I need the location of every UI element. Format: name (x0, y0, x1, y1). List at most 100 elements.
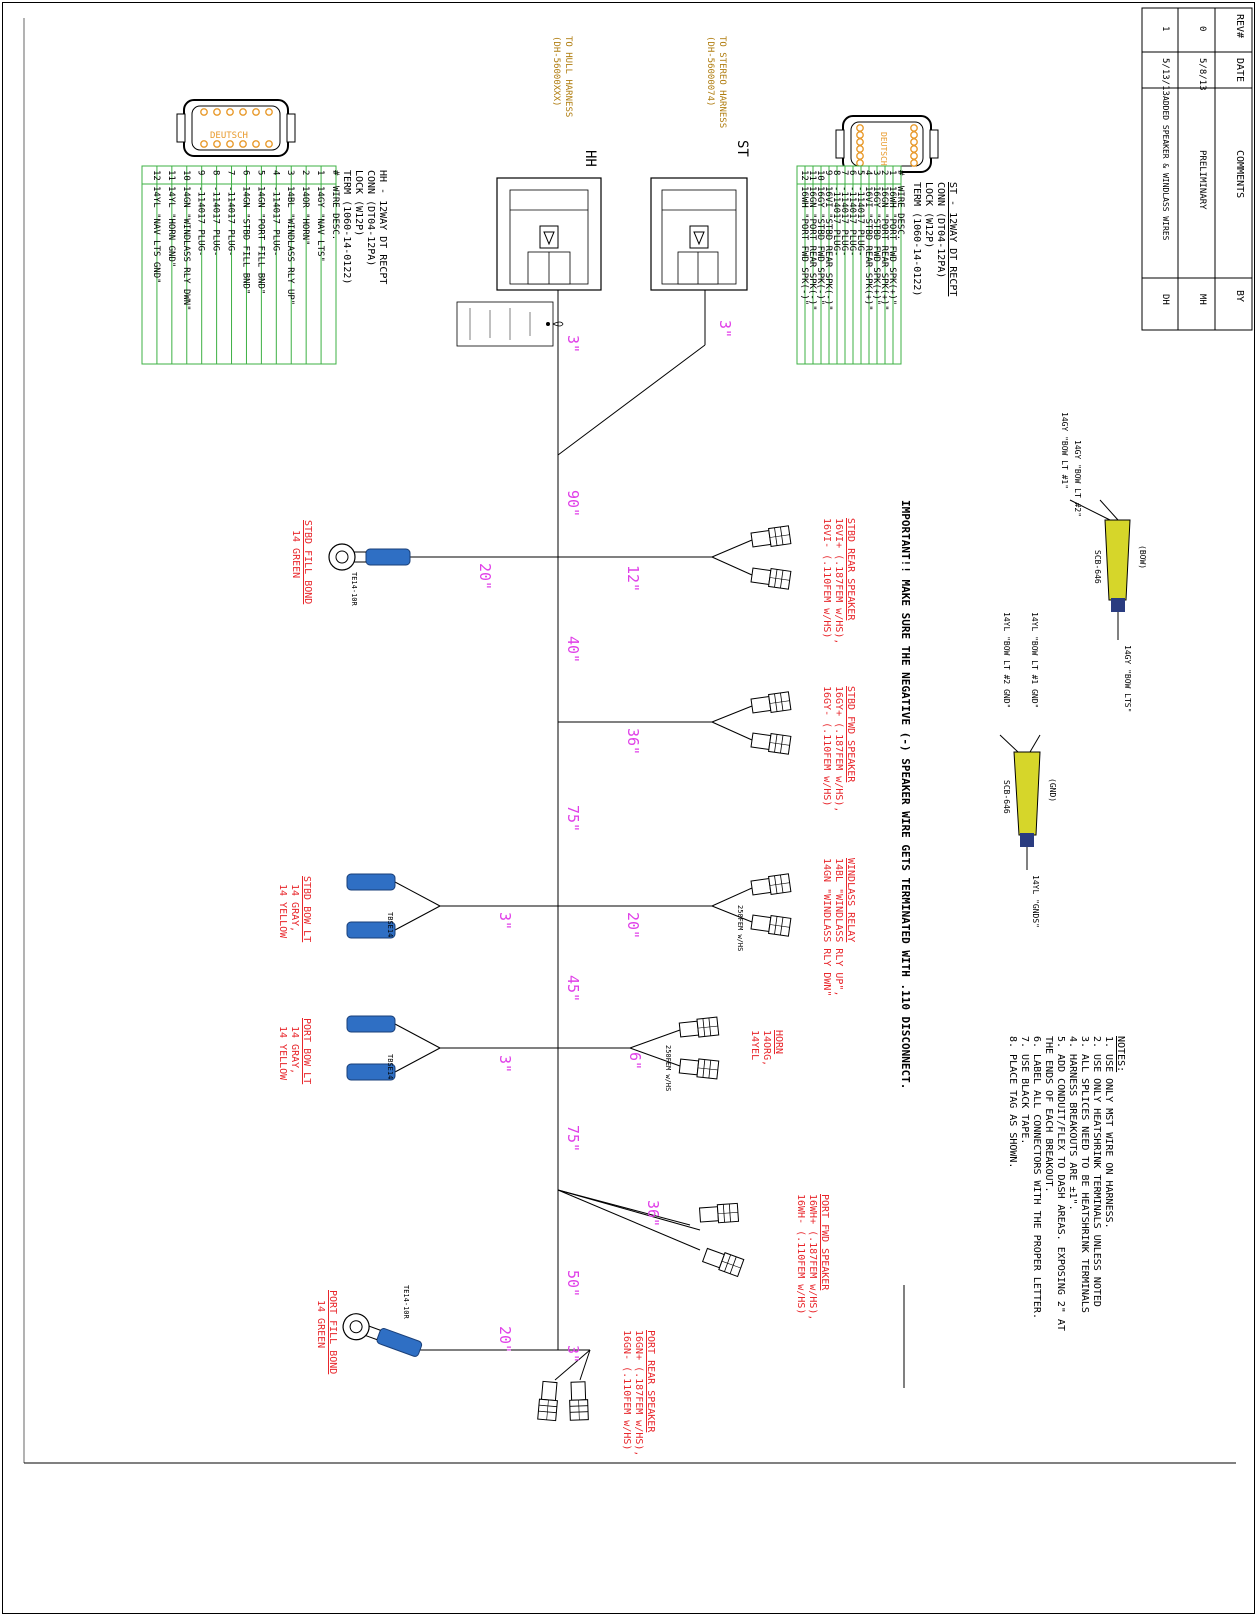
hh-pin-3-number: 3 (285, 170, 295, 175)
hh-destination-line-1: TO HULL HARNESS (563, 36, 573, 117)
windlass-relay-title: WINDLASS RELAY (845, 858, 856, 942)
hh-pin-12-desc: 14YL "NAV LTS GND" (151, 186, 161, 284)
bow-splice-out: 14GY "BOW LTS" (1123, 645, 1132, 712)
st-pin-8-desc: -114017 PLUG- (831, 186, 841, 256)
st-pin-2-number: 2 (879, 170, 889, 175)
hh-pin-1-desc: 14GY "NAV LTS" (315, 186, 325, 262)
note-2: 2. USE ONLY HEATSHRINK TERMINALS UNLESS … (1091, 1036, 1102, 1307)
stbd-rear-speaker-line-1: 16VI+ (.187FEM w/HS), (833, 518, 844, 644)
st-pin-7-number: 7 (839, 170, 849, 175)
st-pin-9-number: 9 (823, 170, 833, 175)
st-spec-line-1: CONN (DT04-12PA) (935, 182, 946, 278)
st-pin-5-number: 5 (855, 170, 865, 175)
port-fill-term-part: TE14-10R (402, 1285, 410, 1320)
hh-destination-line-2: (DH-56000XXX) (551, 36, 561, 106)
st-connector-spec: ST - 12WAY DT RECPT CONN (DT04-12PA) LOC… (911, 182, 958, 296)
st-pin-3-desc: 16GY "STBD FWD SPK(+)" (871, 186, 881, 305)
bow-splice-in-1: 14GY "BOW LT #1" (1060, 412, 1069, 489)
hh-pins-contact (252, 108, 260, 116)
horn-line-1: 14ORG, (761, 1030, 772, 1066)
stbd-rear-speaker-title: STBD REAR SPEAKER (845, 518, 856, 621)
hh-pin-11-number: 11 (166, 170, 176, 181)
hh-pin-4-desc: -114017 PLUG- (270, 186, 280, 256)
dim-port-fwd-branch: 36" (644, 1200, 662, 1227)
windlass-term-part: 250FEM w/HS (736, 905, 744, 951)
dim-port-fill-branch: 20" (496, 1326, 514, 1353)
note-7: 7. USE BLACK TAPE. (1019, 1036, 1030, 1144)
port-fwd-branch-wire (557, 1189, 691, 1226)
dim-trunk-4: 45" (564, 975, 582, 1002)
hh-pins-contact (213, 108, 221, 116)
rev-0-number: 0 (1197, 26, 1207, 31)
st-pin-10-desc: 16GY "STBD FWD SPK(-)" (815, 186, 825, 305)
rev-header-by: BY (1234, 290, 1245, 302)
revision-block: REV# DATE COMMENTS BY 0 5/8/13 PRELIMINA… (1141, 7, 1253, 331)
hh-pin-0-number: # (330, 170, 340, 176)
stbd-bow-lt-line-1: 14 GRAY, (289, 884, 300, 932)
dim-stbd-fwd-branch: 36" (624, 728, 642, 755)
dim-horn-branch: 6" (626, 1052, 644, 1070)
hh-pin-7-number: 7 (226, 170, 236, 175)
hh-spec-title: HH - 12WAY DT RECPT (377, 170, 388, 284)
hh-spec-line-1: CONN (DT04-12PA) (365, 170, 376, 266)
port-rear-speaker-title: PORT REAR SPEAKER (645, 1330, 656, 1433)
st-pin-0-number: # (895, 170, 905, 176)
breakout-labels: STBD REAR SPEAKER 16VI+ (.187FEM w/HS), … (277, 518, 856, 1456)
rev-0-comment: PRELIMINARY (1197, 150, 1207, 210)
harness-wires (394, 290, 753, 1381)
st-pin-12-desc: 16WH "PORT FWD SPK(-)" (799, 186, 809, 305)
hh-plug: HH (496, 150, 602, 291)
hh-pin-1-number: 1 (315, 170, 325, 175)
st-plug: ST (650, 140, 750, 291)
st-pin-10-number: 10 (815, 170, 825, 181)
st-pin-1-desc: 16WH "PORT FWD SPK(+)" (887, 186, 897, 305)
st-pin-4-number: 4 (863, 170, 873, 175)
st-pin-12-number: 12 (799, 170, 809, 181)
hh-pins-contact (226, 108, 234, 116)
hh-pin-2-desc: 14OR "HORN" (300, 186, 310, 246)
st-pin-6-number: 6 (847, 170, 857, 175)
hh-pin-3-desc: 14BL "WINDLASS RLY UP" (285, 186, 295, 305)
note-5-cont: THE ENDS OF EACH BREAKOUT. (1043, 1036, 1054, 1193)
hh-pin-6-number: 6 (240, 170, 250, 175)
notes-block: NOTES: 1. USE ONLY MST WIRE ON HARNESS. … (1007, 1036, 1126, 1331)
hh-pin-4-number: 4 (270, 170, 280, 175)
notes-title: NOTES: (1115, 1036, 1126, 1072)
stbd-fill-bond-title: STBD FILL BOND (302, 520, 313, 604)
st-pins-contact (910, 159, 918, 167)
stbd-bow-term-part: TBSE14 (386, 912, 394, 937)
st-pin-0-desc: WIRE DESC. (895, 186, 905, 240)
stbd-fill-term-part: TE14-10R (350, 572, 358, 607)
stbd-fwd-speaker-line-1: 16GY+ (.187FEM w/HS), (833, 686, 844, 812)
port-fill-bond-line-1: 14 GREEN (315, 1300, 326, 1348)
hh-spec-line-2: LOCK (W12P) (353, 170, 364, 236)
dim-hh-lead: 3" (564, 335, 582, 353)
st-pin-1-number: 1 (887, 170, 897, 175)
stbd-fwd-speaker-title: STBD FWD SPEAKER (845, 686, 856, 783)
stbd-bow-lt-title: STBD BOW LT (301, 876, 312, 942)
stbd-fwd-speaker-line-2: 16GY- (.110FEM w/HS) (821, 686, 832, 806)
hh-pin-10-desc: 14GN "WINDLASS RLY DWN" (181, 186, 191, 311)
hh-pin-5-desc: 14GN "PORT FILL BND" (255, 186, 265, 294)
st-pin-2-desc: 16GN "PORT REAR SPK(+)" (879, 186, 889, 311)
st-pin-11-number: 11 (807, 170, 817, 181)
harness-tag (456, 301, 564, 347)
hh-pin-9-number: 9 (196, 170, 206, 175)
st-pin-9-desc: 16VI "STBD REAR SPK(-)" (823, 186, 833, 311)
bow-splice-in-2: 14GY "BOW LT #2" (1073, 440, 1082, 517)
port-bow-lt-line-2: 14 YELLOW (277, 1026, 288, 1081)
gnd-splice-tag: (GND) (1048, 778, 1057, 802)
hh-deutsch-logo: DEUTSCH (210, 131, 248, 141)
dim-trunk-6: 50" (564, 1270, 582, 1297)
dim-stbd-fill-branch: 20" (476, 563, 494, 590)
hh-pin-0-desc: WIRE DESC. (330, 186, 340, 240)
hh-pins-contact (200, 108, 208, 116)
note-4: 4. HARNESS BREAKOUTS ARE ±1". (1067, 1036, 1078, 1211)
dim-st-lead: 3" (716, 320, 734, 338)
st-pin-11-desc: 16GN "PORT REAR SPK(-)" (807, 186, 817, 311)
port-bow-term-part: TBSE14 (386, 1054, 394, 1079)
